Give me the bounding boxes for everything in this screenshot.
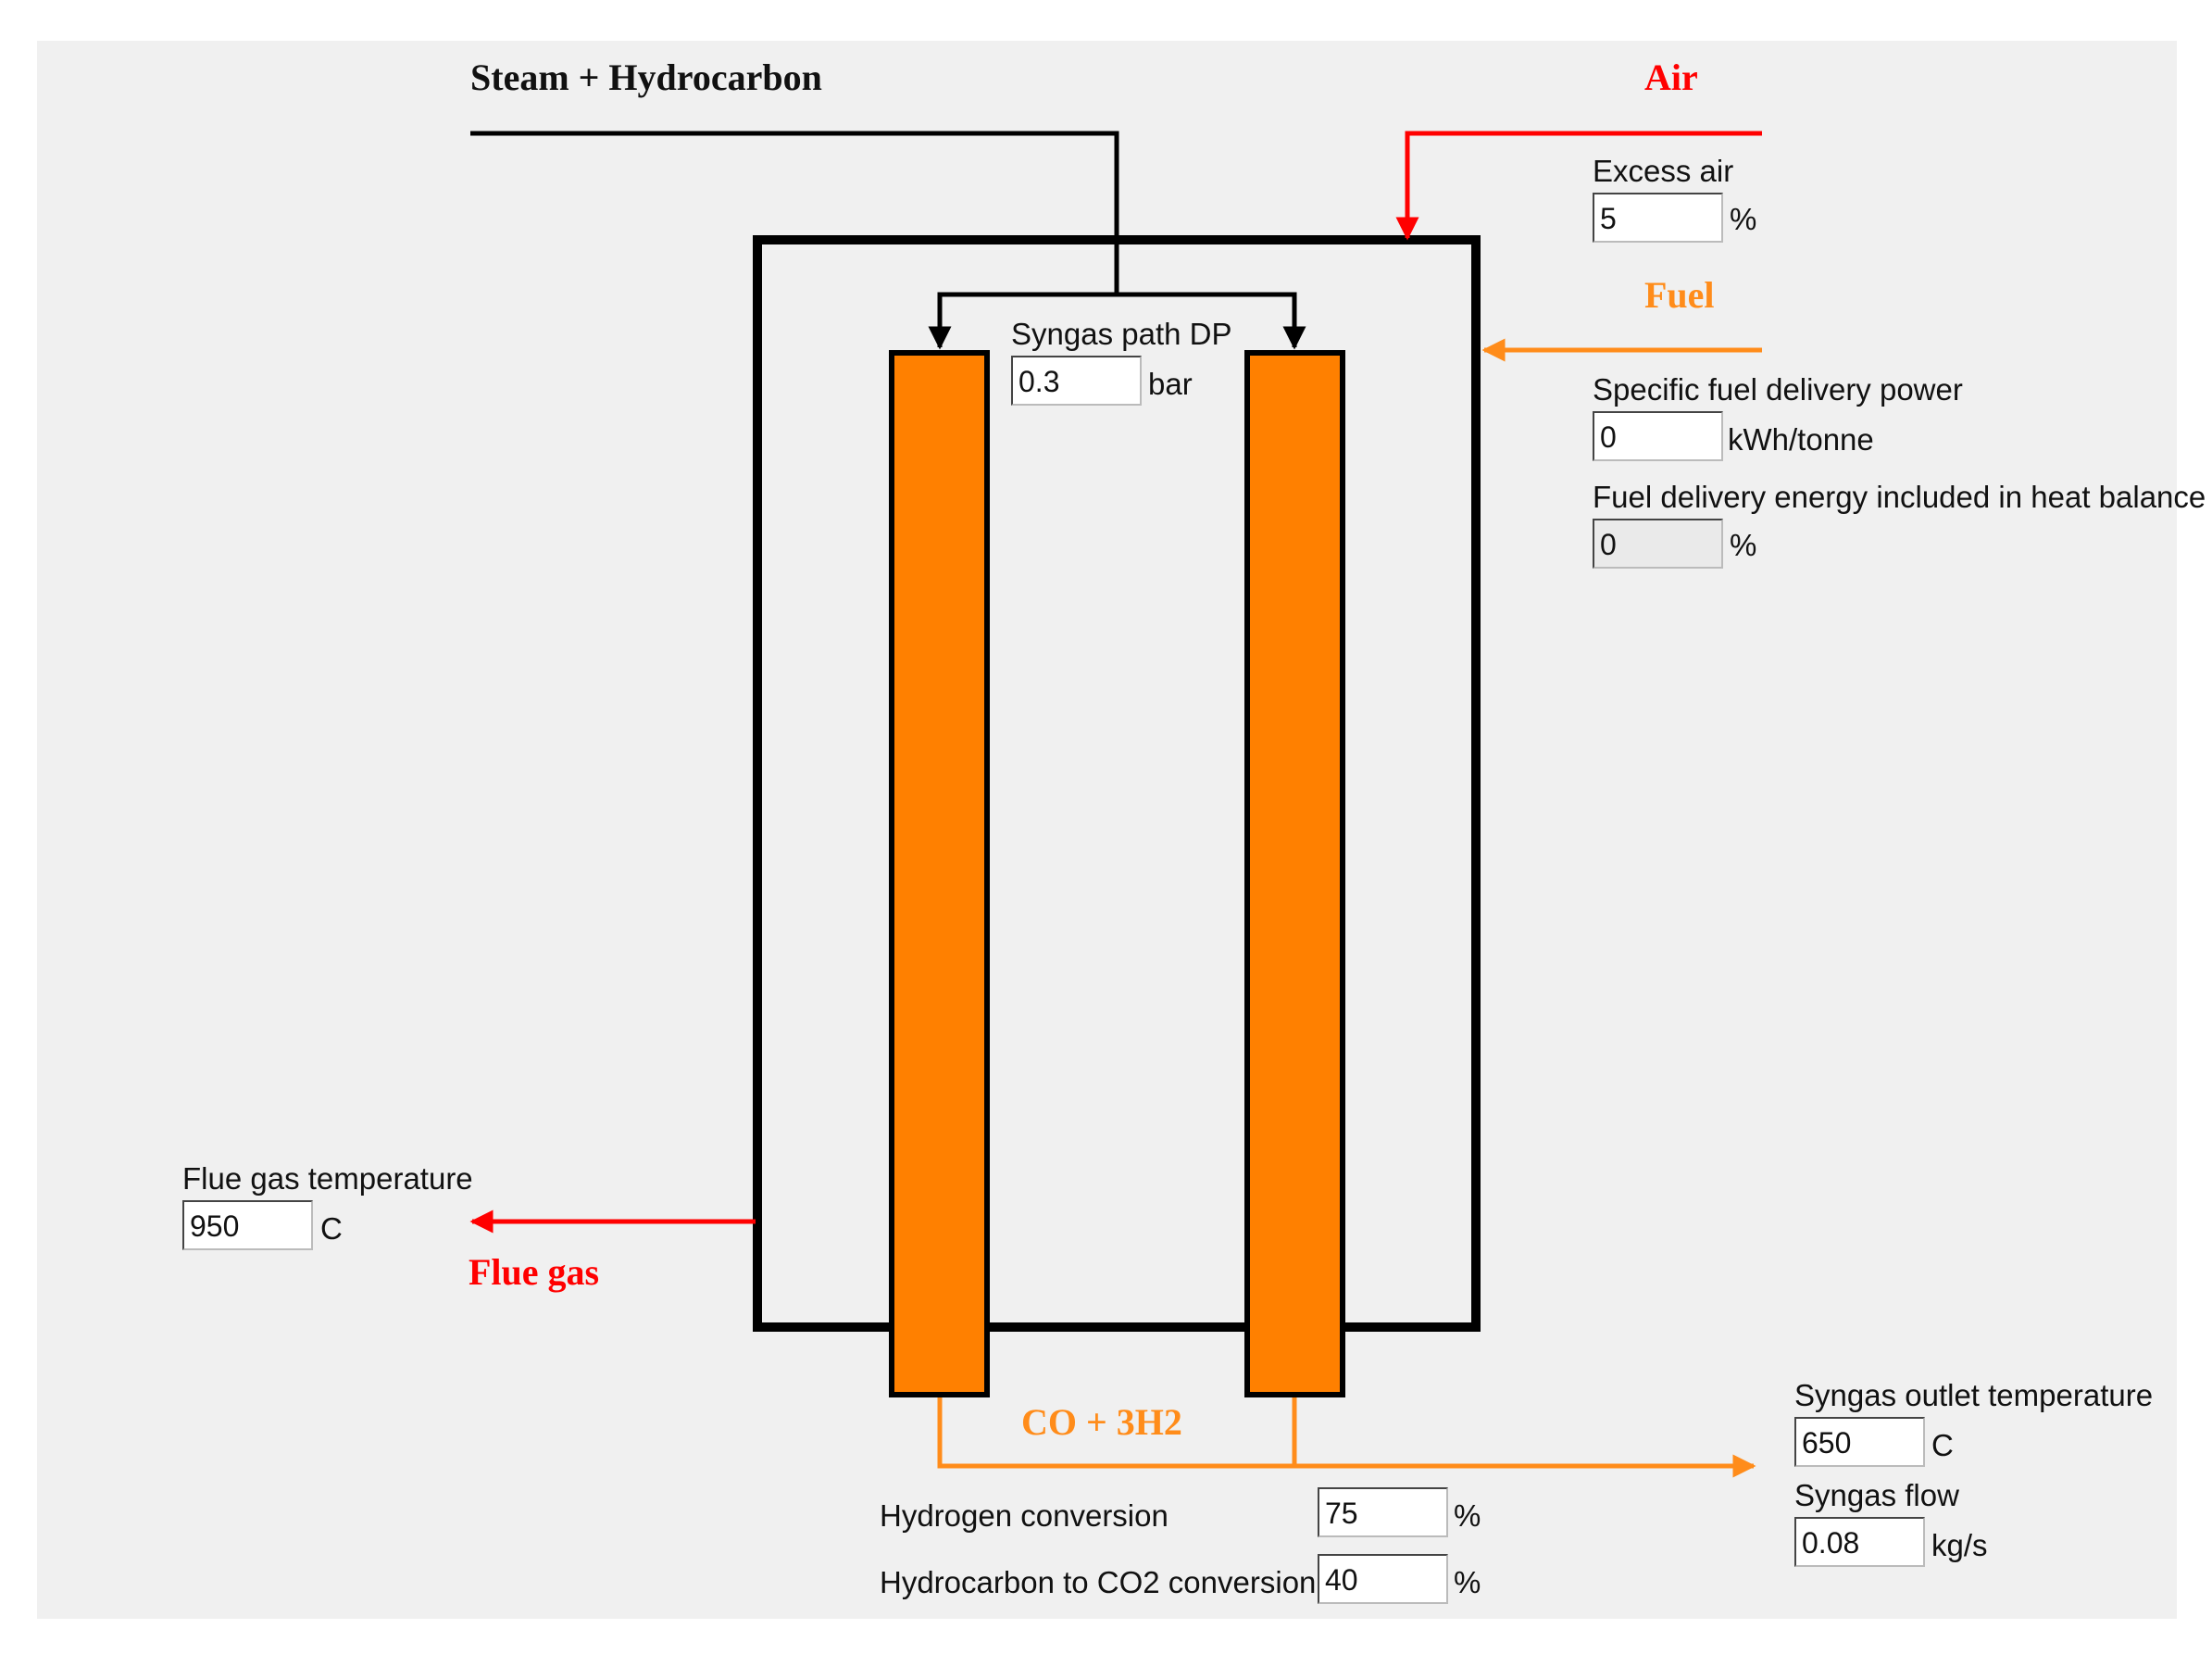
syngas-flow-label: Syngas flow xyxy=(1794,1478,1959,1512)
reformer-panel: Steam + Hydrocarbon Air Fuel Flue gas CO… xyxy=(37,41,2206,1619)
syngas-outlet-temperature-label: Syngas outlet temperature xyxy=(1794,1378,2154,1412)
hydrocarbon-co2-conversion-unit: % xyxy=(1454,1565,1481,1599)
syngas-flow-input[interactable]: 0.08 xyxy=(1794,1517,1925,1567)
hydrocarbon-co2-conversion-input[interactable]: 40 xyxy=(1318,1554,1448,1604)
product-title: CO + 3H2 xyxy=(1021,1401,1182,1443)
excess-air-label: Excess air xyxy=(1593,154,1734,188)
feed-line-right xyxy=(1117,292,1306,350)
syngas-path-dp-unit: bar xyxy=(1148,367,1193,401)
reformer-tube-left xyxy=(889,350,990,1397)
hydrocarbon-co2-conversion-label: Hydrocarbon to CO2 conversion xyxy=(880,1565,1317,1599)
syngas-outlet-temperature-unit: C xyxy=(1931,1428,1954,1462)
flue-gas-title: Flue gas xyxy=(469,1251,600,1293)
reformer-diagram xyxy=(469,131,1762,1478)
syngas-path-dp-label: Syngas path DP xyxy=(1011,317,1232,351)
excess-air-input[interactable]: 5 xyxy=(1593,193,1723,243)
fuel-delivery-energy-label: Fuel delivery energy included in heat ba… xyxy=(1593,480,2206,514)
flue-gas-temperature-unit: C xyxy=(320,1211,343,1246)
hydrogen-conversion-input[interactable]: 75 xyxy=(1318,1487,1448,1537)
fuel-delivery-power-label: Specific fuel delivery power xyxy=(1593,372,1963,407)
steam-hydrocarbon-title: Steam + Hydrocarbon xyxy=(470,56,822,98)
product-line xyxy=(937,1397,1756,1478)
air-title: Air xyxy=(1644,56,1698,98)
flue-gas-temperature-label: Flue gas temperature xyxy=(182,1161,473,1196)
syngas-flow-unit: kg/s xyxy=(1931,1528,1988,1562)
excess-air-unit: % xyxy=(1730,202,1757,236)
hydrogen-conversion-unit: % xyxy=(1454,1498,1481,1533)
syngas-outlet-temperature-input[interactable]: 650 xyxy=(1794,1417,1925,1467)
reformer-tube-right xyxy=(1244,350,1345,1397)
fuel-delivery-power-unit: kWh/tonne xyxy=(1728,422,1874,457)
syngas-path-dp-input[interactable]: 0.3 xyxy=(1011,356,1142,406)
flue-gas-temperature-input[interactable]: 950 xyxy=(182,1200,313,1250)
hydrogen-conversion-label: Hydrogen conversion xyxy=(880,1498,1168,1533)
fuel-delivery-power-input[interactable]: 0 xyxy=(1593,411,1723,461)
fuel-title: Fuel xyxy=(1644,274,1715,316)
fuel-delivery-energy-unit: % xyxy=(1730,528,1757,562)
fuel-delivery-energy-input[interactable]: 0 xyxy=(1593,519,1723,569)
air-line xyxy=(1395,131,1762,241)
